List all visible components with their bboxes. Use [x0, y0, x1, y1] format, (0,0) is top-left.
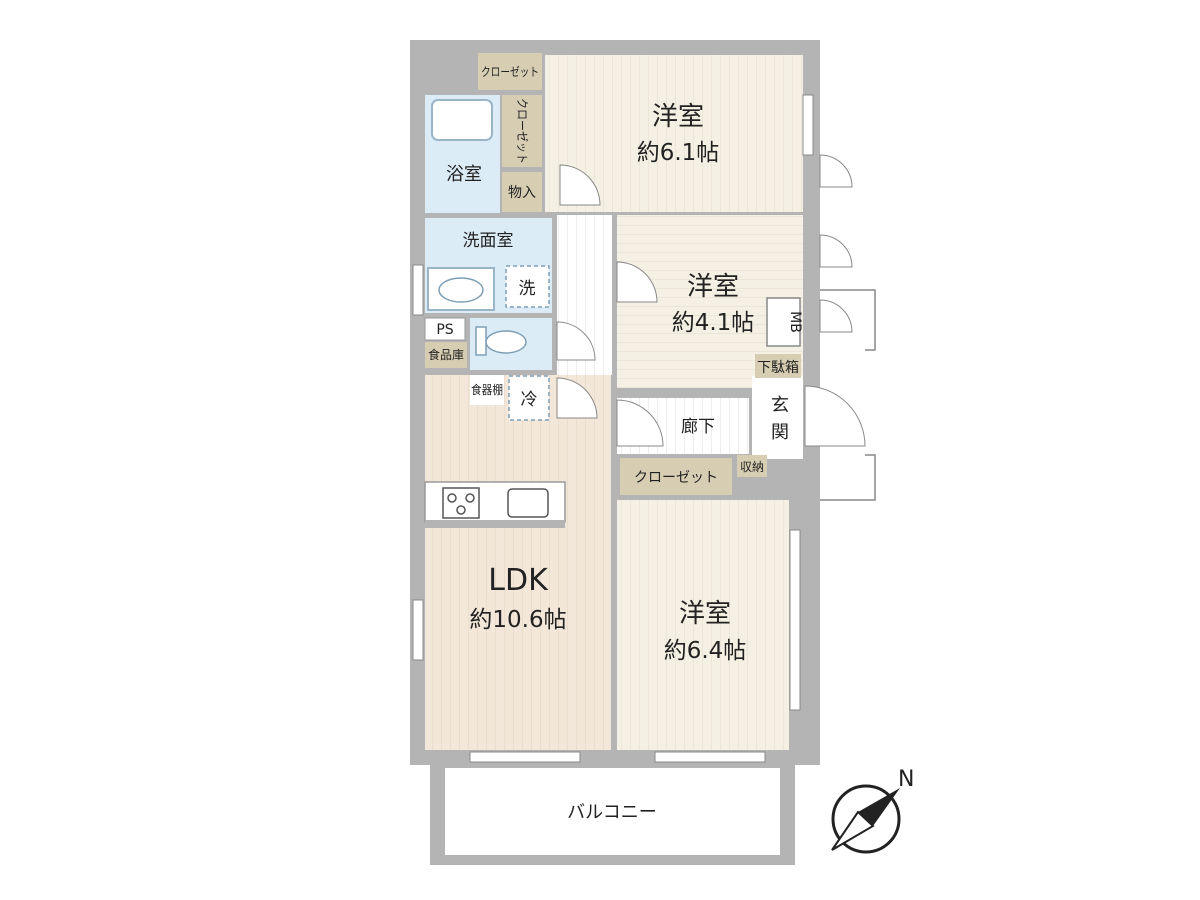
closet-hall-label: クローゼット: [634, 470, 718, 486]
bathtub: [431, 99, 493, 141]
bedroom-middle-name: 洋室: [687, 272, 739, 302]
window: [802, 94, 814, 156]
window-swing: [819, 154, 853, 188]
balcony-floor: [445, 768, 780, 855]
window: [789, 529, 801, 711]
kitchen-counter-base: [425, 520, 565, 528]
compass-needle-tail: [831, 810, 875, 851]
dish-shelf-label: 食器棚: [471, 382, 503, 397]
washroom-name: 洗面室: [463, 231, 514, 251]
burner: [465, 493, 475, 503]
storage-in-label: 物入: [508, 185, 536, 201]
door-swing: [616, 399, 664, 447]
entrance-floor: [752, 376, 803, 459]
closet-top-box: [478, 53, 542, 90]
door-swing: [559, 164, 601, 206]
bedroom-north-size: 約6.1帖: [637, 140, 720, 166]
bedroom-south-size: 約6.4帖: [664, 638, 747, 664]
hallway-name: 廊下: [681, 417, 715, 437]
door-swing: [616, 261, 658, 303]
fridge-label: 冷: [521, 390, 538, 410]
fridge-slot: [508, 375, 550, 421]
toilet-bowl: [485, 330, 527, 354]
shoe-box: [755, 354, 801, 378]
ps-label: PS: [436, 322, 453, 338]
ldk-floor: [425, 375, 611, 750]
door-swing: [804, 385, 866, 447]
bedroom-south-name: 洋室: [679, 599, 731, 629]
window-swing: [819, 234, 853, 268]
bedroom-north-name: 洋室: [652, 102, 704, 132]
wash-basin-bowl: [438, 277, 484, 303]
balcony-name: バルコニー: [567, 802, 657, 823]
exterior-step: [820, 289, 876, 351]
ps-box: [424, 317, 466, 341]
sink: [507, 488, 549, 518]
closet-hall-box: [620, 458, 732, 495]
compass-needle: [858, 788, 900, 826]
small-storage-box: [737, 455, 767, 477]
bath-name: 浴室: [446, 164, 482, 185]
ldk-size: 約10.6帖: [469, 607, 566, 633]
mb-label: MB: [787, 311, 803, 333]
bedroom-south-floor: [617, 500, 789, 750]
closet-vertical-box: [502, 95, 542, 167]
bedroom-middle-size: 約4.1帖: [672, 310, 755, 336]
dish-shelf-box: [470, 375, 504, 405]
window: [412, 599, 424, 661]
shoe-box-label: 下駄箱: [757, 360, 799, 376]
small-storage-label: 収納: [740, 460, 764, 474]
sliding-window: [469, 751, 581, 763]
washer-label: 洗: [519, 279, 536, 299]
burner: [447, 493, 457, 503]
closet-top-label: クローゼット: [481, 65, 539, 79]
window-swing: [819, 299, 853, 333]
storage-in-box: [502, 172, 542, 212]
burner: [456, 505, 466, 515]
toilet-tank: [475, 326, 487, 356]
stove: [442, 487, 480, 519]
mb-box: [766, 297, 801, 347]
washer-slot: [505, 265, 550, 308]
pantry-box: [425, 342, 467, 368]
closet-vertical-label: クローゼット: [515, 98, 529, 164]
entrance-name-1: 玄: [771, 395, 789, 416]
compass: N: [831, 767, 914, 854]
door-swing: [556, 377, 598, 419]
entrance-name-2: 関: [771, 422, 789, 443]
sliding-window: [654, 751, 766, 763]
ldk-name: LDK: [488, 563, 549, 598]
exterior-step: [820, 454, 876, 501]
pantry-label: 食品庫: [428, 347, 464, 362]
door-swing: [556, 321, 596, 361]
compass-label: N: [898, 767, 914, 792]
window: [412, 264, 424, 316]
